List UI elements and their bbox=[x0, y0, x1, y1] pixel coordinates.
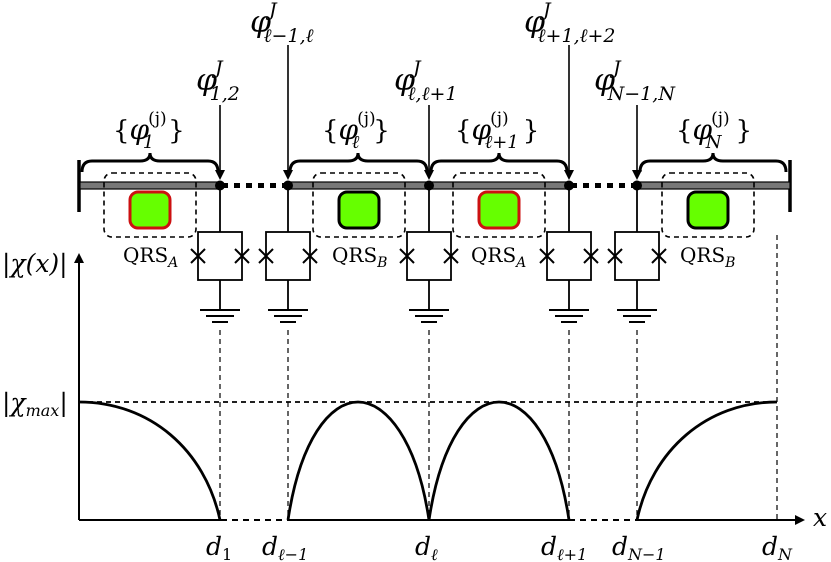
qrs-square-b2 bbox=[686, 190, 730, 230]
node-arrows bbox=[215, 45, 642, 180]
junction-circuits bbox=[190, 190, 667, 323]
label-seg-N: {φ(j)N} bbox=[676, 109, 752, 153]
max-label: |χmax| bbox=[2, 388, 68, 420]
brace-l bbox=[288, 152, 429, 173]
tick-dlm1: dℓ−1 bbox=[262, 532, 308, 562]
qrs-box-b1 bbox=[312, 172, 406, 238]
waveguide-segment-lp1 bbox=[428, 181, 570, 190]
label-seg-l: {φ(j)ℓ} bbox=[322, 109, 390, 153]
brace-N bbox=[638, 152, 788, 173]
projection-lines bbox=[79, 235, 778, 520]
junction-box-dNm1 bbox=[614, 231, 660, 281]
junction-box-dlp1 bbox=[546, 231, 592, 281]
curve-seg-l bbox=[286, 400, 431, 521]
tick-dN: dN bbox=[762, 532, 793, 562]
qrs-label-b2: QRSB bbox=[680, 243, 735, 271]
junction-cross-r-b-dl bbox=[443, 248, 459, 264]
qrs-square-a1 bbox=[128, 190, 172, 230]
qrs-box-a1 bbox=[103, 172, 197, 238]
curve-seg-1 bbox=[78, 400, 222, 521]
curve-seg-lp1 bbox=[427, 400, 571, 521]
qrs-enclosures bbox=[103, 172, 755, 238]
segment-labels: {φ(j)1} {φ(j)ℓ} {φ(j)ℓ+1} {φ(j)N} bbox=[113, 109, 752, 153]
tick-dlp1: dℓ+1 bbox=[541, 532, 587, 562]
junction-box-d1 bbox=[197, 231, 243, 281]
curve-seg-N bbox=[635, 400, 778, 521]
qrs-square-b1 bbox=[337, 190, 381, 230]
brace-lp1 bbox=[429, 152, 569, 173]
junction-box-dl bbox=[406, 231, 452, 281]
tick-d1: d1 bbox=[206, 532, 232, 562]
qrs-label-b1: QRSB bbox=[332, 243, 387, 271]
segment-braces bbox=[80, 152, 788, 173]
junction-cross-l-b-d1 bbox=[190, 248, 206, 264]
brace-1 bbox=[80, 152, 220, 173]
tick-labels: d1 dℓ−1 dℓ dℓ+1 dN−1 dN bbox=[206, 532, 793, 562]
junction-box-dlm1 bbox=[265, 231, 311, 281]
node-dot-dlp1 bbox=[564, 180, 574, 191]
qrs-labels: QRSA QRSB QRSA QRSB bbox=[123, 243, 735, 271]
node-dot-dl bbox=[424, 180, 434, 191]
junction-cross-r-b-dNm1 bbox=[651, 248, 667, 264]
tick-dl: dℓ bbox=[415, 532, 438, 562]
junction-cross-r-b-dlp1 bbox=[583, 248, 599, 264]
waveguide-segment-l bbox=[287, 181, 430, 190]
mode-profile bbox=[78, 400, 778, 521]
label-seg-lp1: {φ(j)ℓ+1} bbox=[455, 109, 539, 153]
junction-cross-r-b-d1 bbox=[234, 248, 250, 264]
nodes bbox=[215, 180, 642, 191]
node-dot-d1 bbox=[215, 180, 225, 191]
junction-cross-r-b-dlm1 bbox=[302, 248, 318, 264]
waveguide bbox=[79, 181, 791, 190]
tick-dNm1: dN−1 bbox=[612, 532, 666, 562]
y-axis-label: |χ(x)| bbox=[2, 249, 68, 279]
node-dot-dNm1 bbox=[632, 180, 642, 191]
qrs-label-a2: QRSA bbox=[471, 243, 526, 271]
waveguide-segment-N bbox=[636, 181, 791, 190]
junction-cross-l-b-dlm1 bbox=[258, 248, 274, 264]
junction-cross-l-b-dl bbox=[399, 248, 415, 264]
qrs-box-a2 bbox=[452, 172, 546, 238]
qrs-label-a1: QRSA bbox=[123, 243, 178, 271]
label-seg-1: {φ(j)1} bbox=[113, 109, 185, 153]
node-dot-dlm1 bbox=[283, 180, 293, 191]
axis-labels: |χ(x)| |χmax| x bbox=[2, 249, 827, 532]
qrs-square-a2 bbox=[477, 190, 521, 230]
qrs-box-b2 bbox=[661, 172, 755, 238]
qrs-squares bbox=[128, 190, 730, 230]
junction-cross-l-b-dNm1 bbox=[607, 248, 623, 264]
plot-axes bbox=[74, 253, 805, 525]
x-axis-label: x bbox=[813, 503, 827, 532]
waveguide-segment-1 bbox=[79, 181, 221, 190]
junction-cross-l-b-dlp1 bbox=[539, 248, 555, 264]
